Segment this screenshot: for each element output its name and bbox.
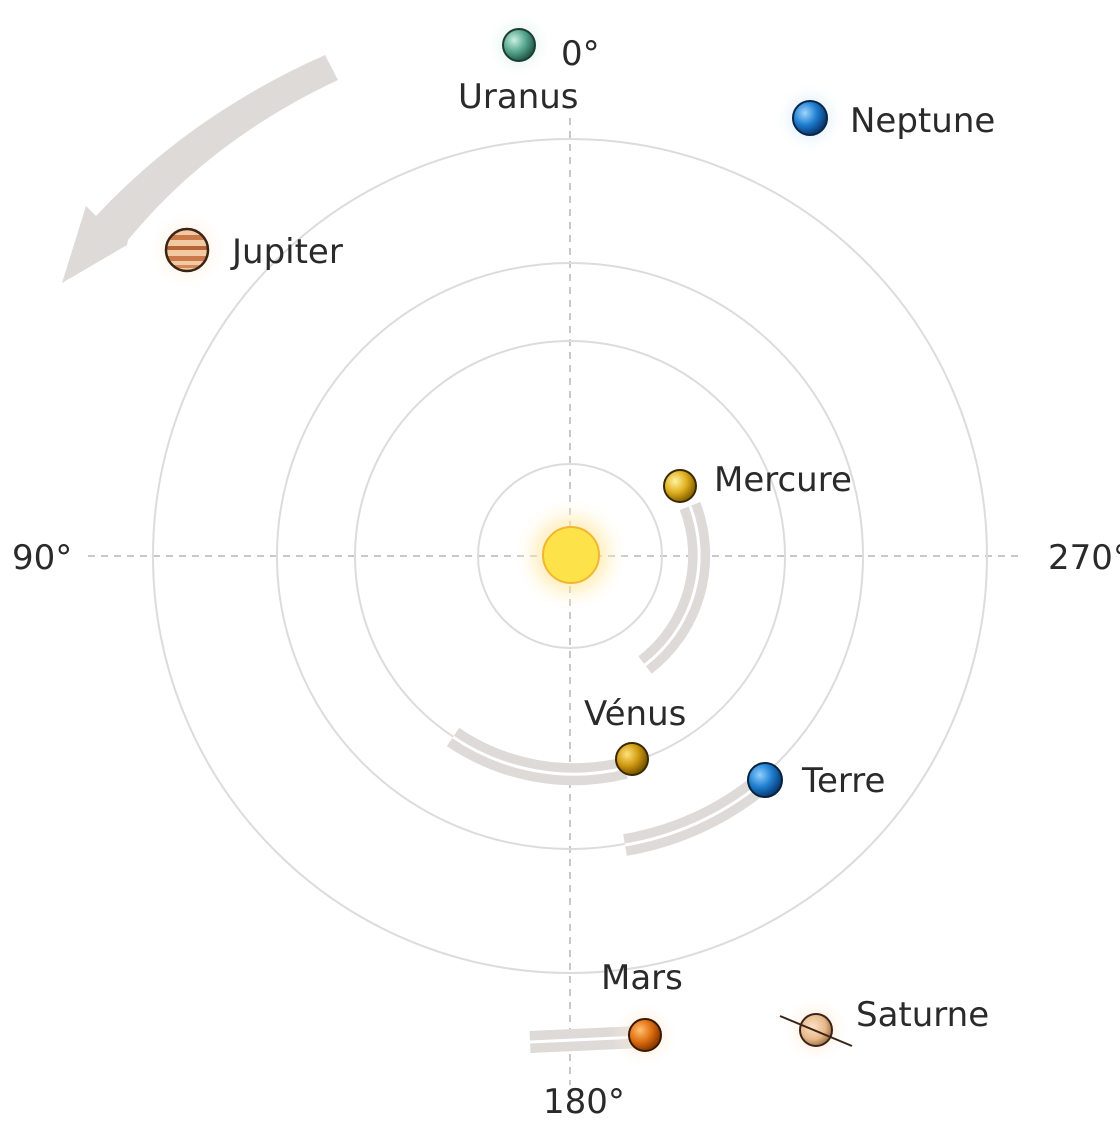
planet-uranus [485, 11, 553, 79]
angle-label-top: 0° [561, 34, 600, 74]
orbit-mercure [477, 463, 663, 649]
angle-label-bottom: 180° [543, 1082, 625, 1122]
planet-saturne [779, 996, 853, 1064]
planet-neptune [774, 82, 846, 154]
label-jupiter: Jupiter [230, 232, 343, 272]
trail-venus [446, 727, 628, 786]
trail-mercure [638, 502, 711, 674]
trail-terre [623, 775, 767, 856]
label-terre: Terre [801, 761, 885, 801]
sun [513, 497, 629, 613]
angle-label-right: 270° [1048, 538, 1120, 578]
label-mercure: Mercure [714, 460, 852, 500]
planet-venus [615, 742, 649, 776]
planet-mercure [663, 469, 697, 503]
label-venus: Vénus [584, 694, 686, 734]
orbit-mars [152, 138, 988, 974]
label-mars: Mars [601, 958, 683, 998]
label-saturne: Saturne [856, 995, 989, 1035]
rotation-direction-arrow [62, 55, 338, 283]
label-uranus: Uranus [458, 77, 579, 117]
planet-mars [611, 1001, 679, 1069]
label-neptune: Neptune [850, 101, 995, 141]
planet-jupiter [147, 210, 227, 290]
planet-terre [747, 762, 783, 798]
angle-label-left: 90° [12, 538, 72, 578]
orbit-terre [276, 262, 864, 850]
